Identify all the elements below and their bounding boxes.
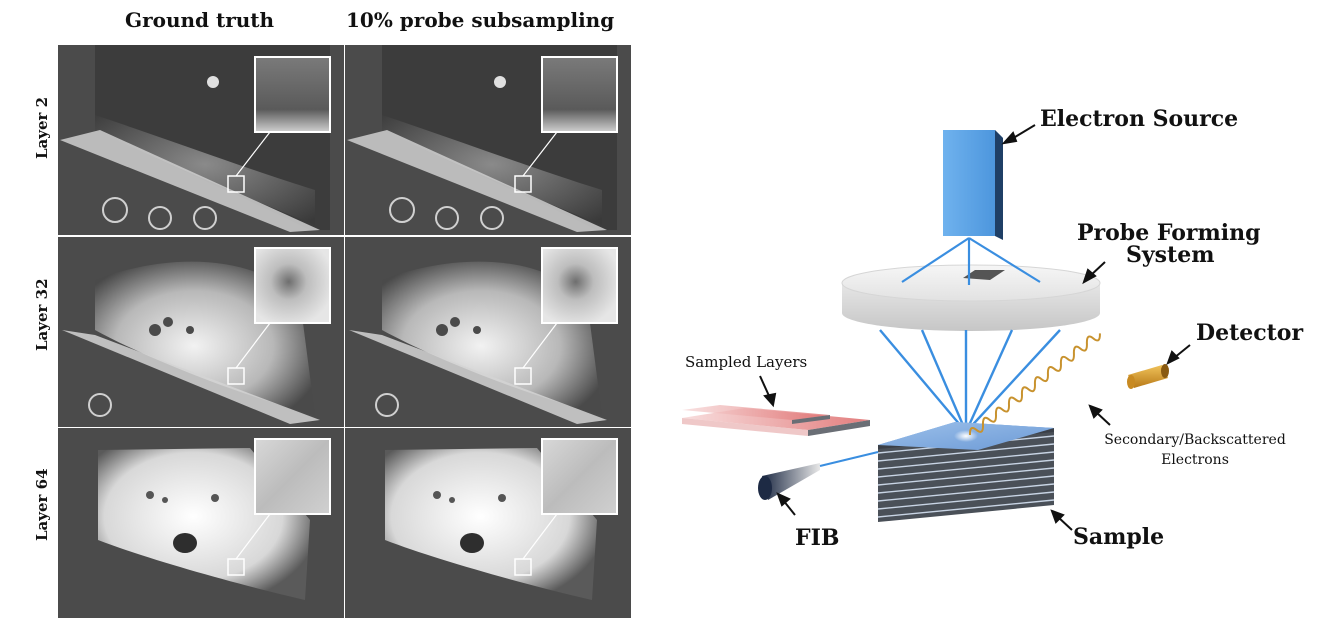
panel-layer2-gt (58, 45, 344, 235)
sampled-layers (682, 405, 870, 436)
label-detector: Detector (1196, 320, 1304, 346)
panel-layer64-gt (58, 428, 344, 618)
label-probe-forming-2: System (1126, 242, 1215, 268)
detector-cylinder (1127, 364, 1169, 389)
col-header-subsampling: 10% probe subsampling (346, 8, 615, 32)
label-probe-forming-1: Probe Forming (1077, 220, 1261, 246)
annotation-arrows (759, 124, 1191, 531)
label-secondary-line2: Electrons (1161, 452, 1229, 468)
label-secondary-electrons: Secondary/Backscattered Electrons (1080, 430, 1310, 470)
label-fib: FIB (795, 525, 840, 551)
label-sample: Sample (1073, 524, 1165, 550)
label-sampled-layers: Sampled Layers (685, 353, 808, 371)
panel-layer2-sub (345, 45, 631, 235)
col-header-ground-truth: Ground truth (125, 8, 275, 32)
panel-layer32-gt (58, 237, 344, 427)
label-electron-source: Electron Source (1040, 106, 1239, 132)
lower-beam-lines (879, 329, 1061, 433)
probe-forming-disk (841, 264, 1101, 331)
upper-beam-lines (901, 237, 1041, 285)
fib-cone (758, 451, 879, 500)
label-secondary-line1: Secondary/Backscattered (1104, 432, 1286, 448)
sample-stack (877, 422, 1055, 522)
electron-source-block (943, 130, 1003, 240)
panel-layer64-sub (345, 428, 631, 618)
panel-layer32-sub (345, 237, 631, 427)
secondary-electron-wave (968, 333, 1101, 436)
